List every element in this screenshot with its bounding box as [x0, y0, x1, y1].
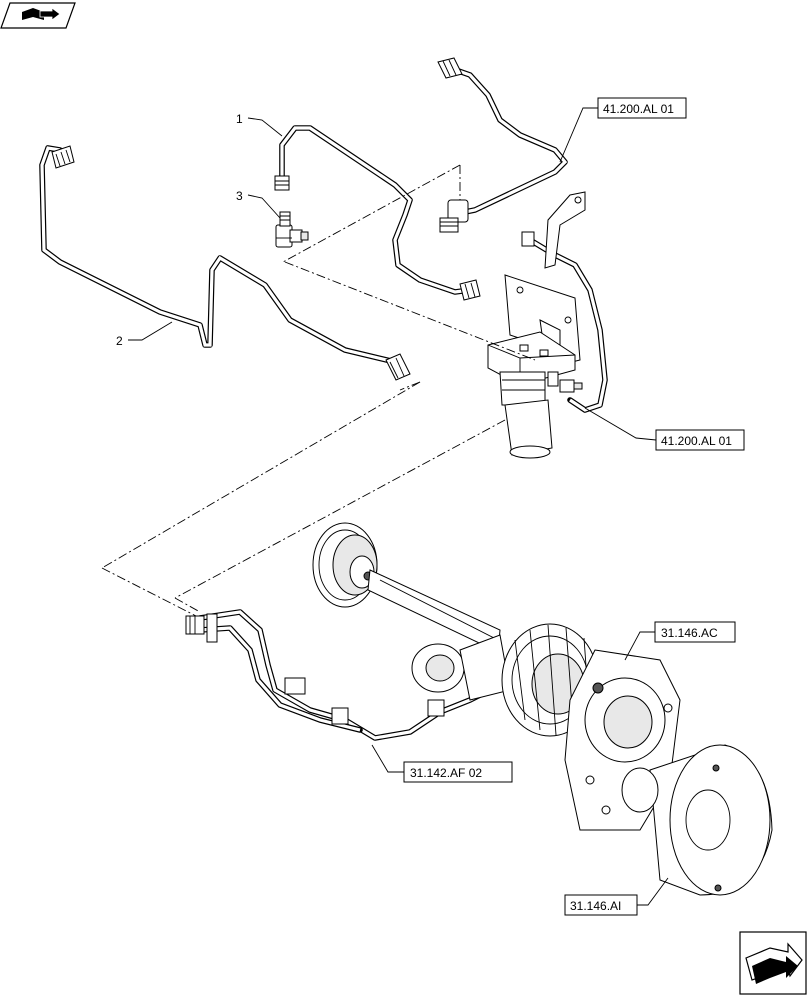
pipe-lower — [185, 609, 493, 741]
ref-41200-mid-label: 41.200.AL 01 — [661, 434, 732, 448]
ref-box-41200-top[interactable]: 41.200.AL 01 — [597, 97, 687, 119]
shaft-pulley — [312, 522, 501, 653]
pipe-2 — [39, 145, 411, 381]
book-arrow-icon[interactable] — [0, 2, 76, 29]
ref-31142-af-label: 31.142.AF 02 — [410, 766, 482, 780]
tee-fitting-3 — [275, 211, 309, 248]
fuel-filter-assembly — [487, 274, 583, 459]
ref-41200-top-label: 41.200.AL 01 — [603, 102, 674, 116]
pipe-1 — [274, 125, 481, 301]
ref-31146-ai-label: 31.146.AI — [570, 899, 621, 913]
pipe-upper-right — [437, 57, 568, 233]
bracket-right — [521, 191, 608, 413]
connection-lines — [101, 164, 536, 619]
callout-3: 3 — [236, 189, 243, 203]
ref-box-31142-af[interactable]: 31.142.AF 02 — [403, 761, 513, 783]
callout-1: 1 — [236, 112, 243, 126]
pump-gearbox — [411, 623, 681, 831]
callout-2: 2 — [116, 334, 123, 348]
ref-box-41200-mid[interactable]: 41.200.AL 01 — [655, 429, 745, 451]
ref-box-31146-ac[interactable]: 31.146.AC — [654, 621, 736, 643]
bell-housing — [621, 744, 773, 896]
ref-31146-ac-label: 31.146.AC — [661, 626, 718, 640]
next-page-arrow-icon[interactable] — [739, 931, 807, 995]
ref-box-31146-ai[interactable]: 31.146.AI — [564, 894, 638, 916]
